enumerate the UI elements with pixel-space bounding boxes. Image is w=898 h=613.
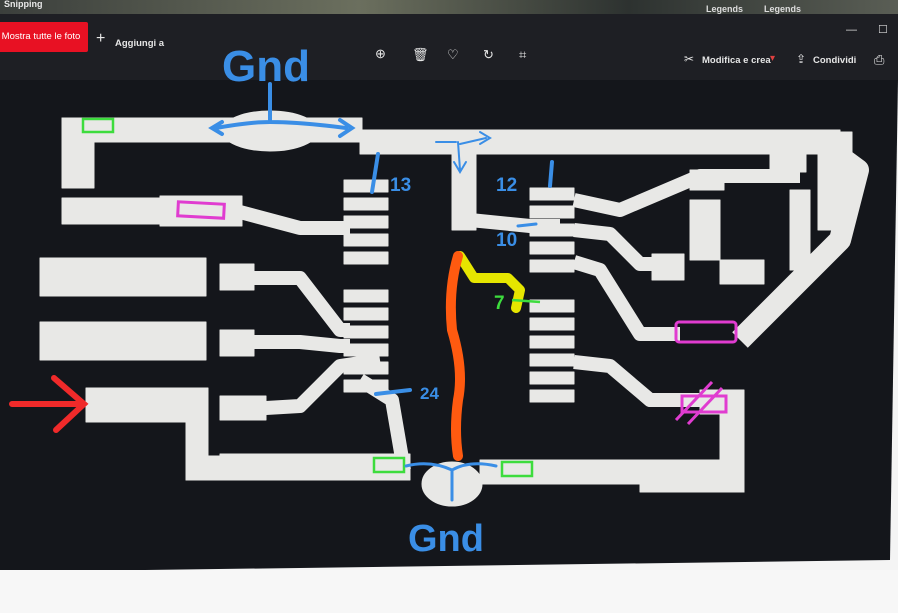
pin-7-label: 7 — [494, 293, 505, 314]
pin-13-label: 13 — [390, 175, 412, 196]
zoom-in-icon[interactable]: ⊕ — [375, 46, 386, 61]
share-button[interactable]: Condividi — [813, 55, 857, 66]
pin-12-label: 12 — [496, 175, 518, 196]
magenta-markers — [176, 200, 738, 426]
blue-annotation-strokes — [208, 82, 554, 502]
add-to-button[interactable]: Aggiungi a — [115, 38, 165, 49]
chevron-down-icon[interactable]: ▾ — [770, 53, 776, 64]
crop-icon[interactable]: ⌗ — [519, 47, 527, 62]
show-all-photos-button[interactable]: Mostra tutte le foto — [0, 22, 88, 52]
green-annotation-stroke — [511, 298, 541, 304]
maximize-icon[interactable]: ☐ — [878, 24, 888, 36]
minimize-icon[interactable]: — — [846, 24, 857, 36]
delete-icon[interactable]: 🗑 — [412, 47, 429, 62]
gnd-label-bottom: Gnd — [408, 518, 484, 560]
legend-label-2: Legends — [764, 4, 802, 14]
print-icon[interactable]: ⎙ — [874, 52, 885, 67]
edit-create-icon: ✂ — [684, 52, 695, 66]
pin-24-label: 24 — [420, 384, 439, 403]
window-title-strip: Snipping Legends Legends — [0, 0, 898, 14]
edit-create-button[interactable]: Modifica e crea — [702, 55, 771, 66]
app-title: Snipping — [4, 0, 43, 9]
rotate-icon[interactable]: ↻ — [483, 47, 494, 62]
gnd-label-top: Gnd — [222, 42, 310, 91]
plus-icon: + — [96, 30, 106, 47]
orange-annotation-stroke — [445, 251, 465, 461]
red-arrow — [9, 375, 89, 433]
photo-app-toolbar: Mostra tutte le foto + Aggiungi a ⊕ 🗑 ♡ … — [0, 14, 898, 80]
green-markers — [81, 117, 534, 478]
bottom-margin — [0, 570, 898, 613]
yellow-annotation-stroke — [455, 251, 525, 313]
share-icon: ⇪ — [796, 52, 807, 66]
pin-10-label: 10 — [496, 230, 518, 251]
favorite-icon[interactable]: ♡ — [447, 47, 459, 62]
legend-label-1: Legends — [706, 4, 744, 14]
